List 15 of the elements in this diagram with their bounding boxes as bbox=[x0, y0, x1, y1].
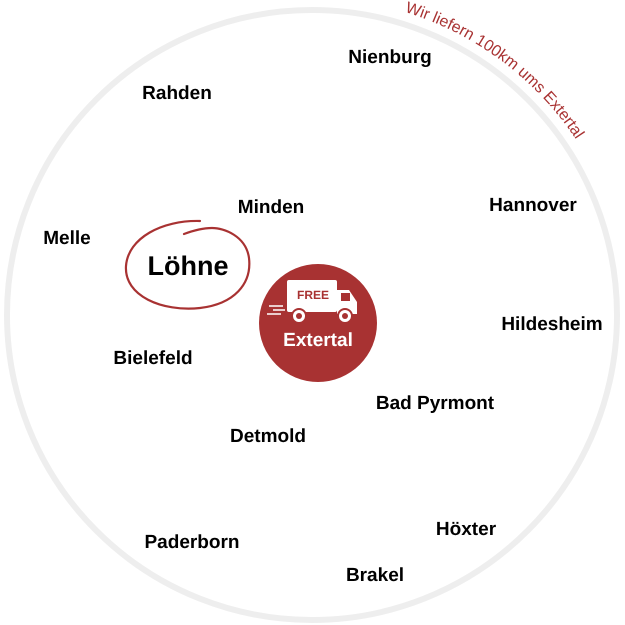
city-label: Melle bbox=[43, 226, 91, 251]
town-label: Extertal bbox=[282, 329, 354, 353]
city-label: Brakel bbox=[346, 564, 404, 588]
city-label: Nienburg bbox=[348, 46, 432, 70]
city-label: Rahden bbox=[142, 82, 212, 106]
city-label: Bielefeld bbox=[113, 346, 193, 371]
city-label: Bad Pyrmont bbox=[376, 392, 494, 416]
city-label: Minden bbox=[238, 196, 304, 220]
city-label: Paderborn bbox=[144, 530, 240, 555]
city-label: Löhne bbox=[148, 250, 228, 283]
city-label: Höxter bbox=[436, 518, 496, 542]
city-label: Hannover bbox=[489, 194, 577, 218]
truck-sign-text: FREE bbox=[296, 287, 330, 304]
city-label: Detmold bbox=[230, 424, 306, 449]
city-label: Hildesheim bbox=[501, 312, 603, 337]
